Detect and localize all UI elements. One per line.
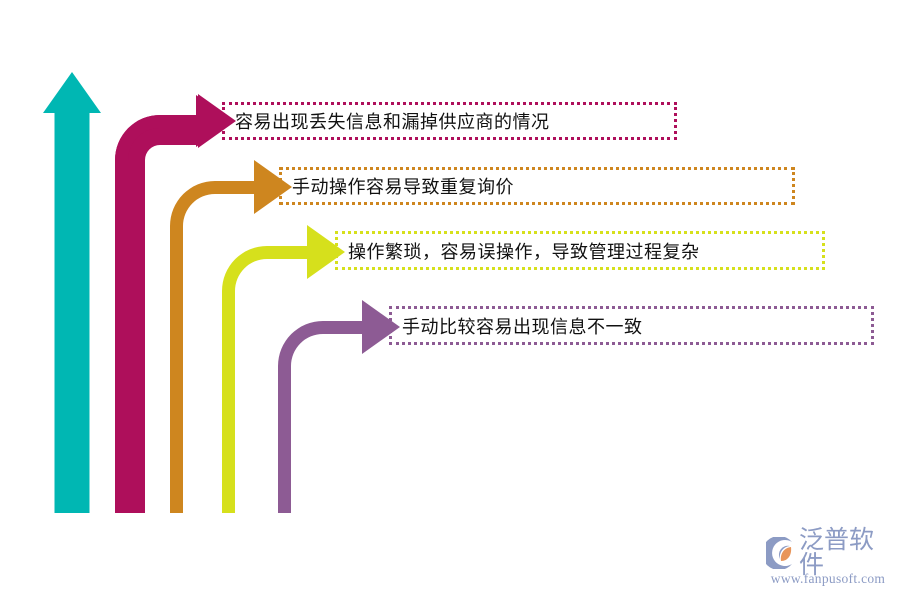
arrow-item-1: [115, 95, 234, 513]
fanpu-logo-icon: [766, 537, 792, 569]
arrow-item-3: [222, 225, 345, 513]
logo-url-text: www.fanpusoft.com: [770, 571, 886, 586]
arrow-item-4: [278, 300, 400, 513]
callout-text-4: 手动比较容易出现信息不一致: [402, 316, 643, 337]
callout-text-2: 手动操作容易导致重复询价: [292, 177, 514, 197]
callout-text-3: 操作繁琐，容易误操作，导致管理过程复杂: [348, 241, 700, 262]
arrow-item-1-fill: [115, 94, 236, 513]
callout-box-3: 操作繁琐，容易误操作，导致管理过程复杂: [335, 231, 825, 270]
brand-logo: 泛普软件 www.fanpusoft.com: [766, 528, 890, 592]
logo-brand-text: 泛普软件: [799, 526, 875, 579]
logo-row: 泛普软件: [766, 528, 890, 578]
callout-box-1: 容易出现丢失信息和漏掉供应商的情况: [222, 102, 677, 140]
callout-box-2: 手动操作容易导致重复询价: [279, 167, 795, 205]
callout-box-4: 手动比较容易出现信息不一致: [389, 306, 874, 345]
teal-base-arrow: [43, 72, 101, 513]
callout-text-1: 容易出现丢失信息和漏掉供应商的情况: [235, 112, 550, 132]
